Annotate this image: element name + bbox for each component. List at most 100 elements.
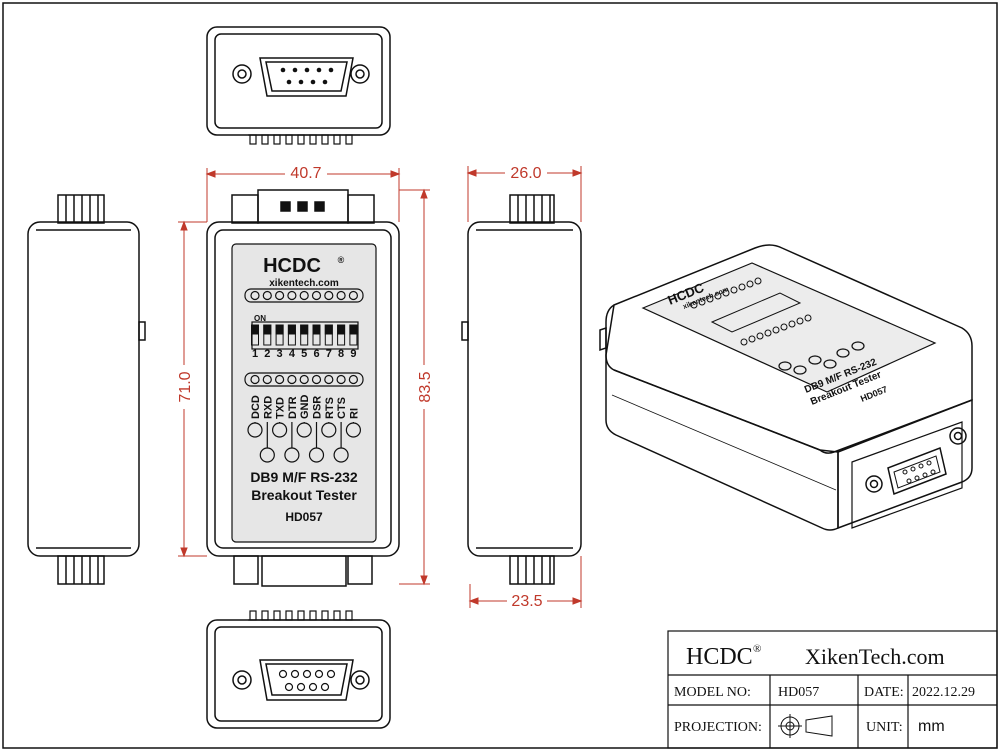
iso-header-top bbox=[690, 277, 762, 309]
tb-date-value: 2022.12.29 bbox=[912, 685, 975, 700]
tb-model-label: MODEL NO: bbox=[674, 685, 751, 700]
header-pin bbox=[287, 290, 297, 301]
isometric-view bbox=[599, 244, 973, 531]
dip-lever-knob bbox=[312, 324, 321, 335]
left-jackscrew-top bbox=[57, 194, 105, 224]
header-pin bbox=[336, 290, 346, 301]
header-pin bbox=[262, 290, 272, 301]
signal-led bbox=[284, 447, 300, 463]
signal-led bbox=[259, 447, 275, 463]
bottom-view-body bbox=[206, 619, 391, 729]
top-view bbox=[206, 26, 391, 145]
tb-model-value: HD057 bbox=[778, 685, 819, 700]
header-pin bbox=[250, 290, 260, 301]
dim-depth: 26.0 bbox=[510, 165, 541, 182]
tb-brand: HCDC bbox=[686, 644, 753, 670]
signal-label: RI bbox=[348, 408, 360, 419]
header-row-bottom bbox=[244, 372, 364, 387]
left-side-body bbox=[27, 221, 140, 557]
panel-brand: HCDC bbox=[263, 255, 321, 277]
left-jackscrew-bottom bbox=[57, 555, 105, 585]
signal-label: RXD bbox=[262, 396, 274, 419]
dip-switch-number: 7 bbox=[326, 348, 332, 360]
header-pin bbox=[348, 290, 358, 301]
bottom-view bbox=[206, 610, 391, 729]
panel-model: HD057 bbox=[285, 510, 323, 524]
tb-unit-value: mm bbox=[918, 718, 945, 735]
signal-led bbox=[333, 447, 349, 463]
dip-switch-number: 2 bbox=[264, 348, 270, 360]
title-block bbox=[667, 630, 998, 749]
header-pin bbox=[336, 374, 346, 385]
right-side-view bbox=[461, 194, 582, 585]
dip-switch-number: 1 bbox=[252, 348, 258, 360]
right-jackscrew-bottom bbox=[509, 555, 555, 585]
jackscrew-left bbox=[232, 64, 252, 84]
dip-switch-number: 9 bbox=[350, 348, 356, 360]
db9-female-shell bbox=[259, 659, 354, 701]
right-jackscrew-top bbox=[509, 194, 555, 224]
dip-lever-knob bbox=[287, 324, 296, 335]
signal-label: TXD bbox=[275, 397, 287, 419]
header-strip-bottom bbox=[244, 372, 364, 387]
signal-label: DTR bbox=[287, 396, 299, 419]
header-pin bbox=[324, 374, 334, 385]
tb-date-label: DATE: bbox=[864, 685, 904, 700]
panel-website: xikentech.com bbox=[269, 278, 339, 289]
iso-body-front bbox=[605, 304, 839, 531]
front-jackscrew-top-left bbox=[231, 194, 259, 224]
dip-lever-knob bbox=[251, 324, 259, 335]
title-block-frame bbox=[667, 630, 998, 749]
front-jackscrew-bottom-left bbox=[233, 555, 259, 585]
db9-male-shell bbox=[259, 57, 354, 97]
dip-on-label: ON bbox=[254, 314, 266, 323]
header-pin bbox=[250, 374, 260, 385]
panel-title-line2: Breakout Tester bbox=[251, 487, 357, 503]
iso-db9-sockets bbox=[902, 460, 936, 484]
front-panel-label bbox=[231, 243, 377, 543]
signal-led bbox=[308, 447, 325, 463]
db9-sockets-bottom bbox=[278, 669, 336, 692]
right-side-body bbox=[467, 221, 582, 557]
front-db9-top bbox=[257, 189, 349, 224]
dip-lever-knob bbox=[349, 324, 358, 335]
dip-switch-number: 3 bbox=[277, 348, 283, 360]
iso-connector-plate bbox=[851, 421, 963, 529]
jackscrew-bottom-right bbox=[350, 670, 370, 690]
iso-panel bbox=[641, 262, 937, 393]
db9-pins-top bbox=[280, 67, 334, 85]
dip-lever-knob bbox=[263, 324, 272, 335]
side-dimensions bbox=[466, 166, 583, 608]
front-db9-bottom bbox=[261, 555, 347, 587]
dip-switch-number: 5 bbox=[301, 348, 307, 360]
header-pins-bottom-view bbox=[248, 610, 360, 621]
front-view bbox=[206, 189, 400, 587]
dip-lever-knob bbox=[337, 324, 346, 335]
dim-width: 40.7 bbox=[290, 165, 321, 182]
left-side-view bbox=[27, 194, 146, 585]
header-pin bbox=[262, 374, 272, 385]
header-pins-top-view bbox=[248, 134, 360, 145]
iso-dip-switch bbox=[710, 292, 802, 333]
tb-site: XikenTech.com bbox=[805, 644, 945, 669]
header-pin bbox=[311, 290, 322, 301]
signal-led bbox=[321, 422, 337, 438]
signal-led bbox=[296, 422, 312, 438]
signal-leds bbox=[247, 422, 361, 463]
jackscrew-bottom-left bbox=[232, 670, 252, 690]
dip-switch-levers bbox=[251, 324, 358, 346]
tb-projection-label: PROJECTION: bbox=[674, 720, 762, 735]
panel-title-line1: DB9 M/F RS-232 bbox=[250, 469, 358, 485]
projection-symbol-icon bbox=[778, 714, 833, 738]
tb-unit-label: UNIT: bbox=[866, 720, 903, 735]
dim-depth-body: 23.5 bbox=[511, 593, 542, 610]
front-jackscrew-bottom-right bbox=[347, 555, 373, 585]
header-pin bbox=[275, 290, 285, 301]
header-pin bbox=[299, 290, 309, 301]
header-pin bbox=[324, 290, 334, 301]
signal-led bbox=[247, 422, 263, 438]
header-pin bbox=[299, 374, 309, 385]
